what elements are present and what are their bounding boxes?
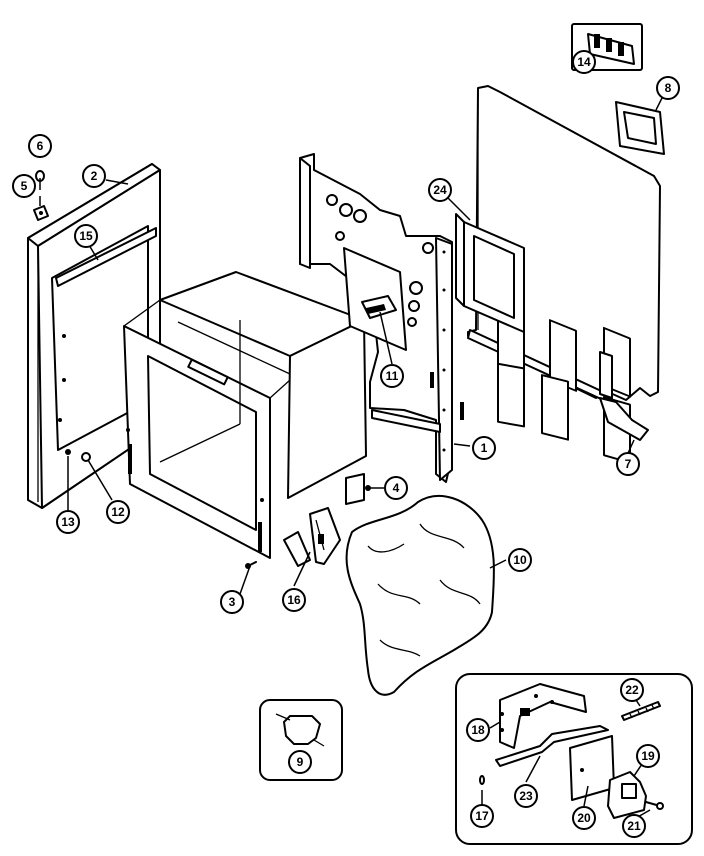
thermostat-9-box	[259, 699, 343, 781]
callout-6-label: 6	[37, 139, 44, 153]
callout-16: 16	[282, 588, 306, 612]
callout-2: 2	[82, 164, 106, 188]
callout-11-label: 11	[386, 369, 399, 383]
gasket-8-part	[615, 101, 665, 155]
callout-18: 18	[466, 718, 490, 742]
back-panel-part	[455, 85, 661, 464]
callout-14: 14	[572, 50, 596, 74]
callout-24-label: 24	[433, 183, 447, 197]
callout-12: 12	[106, 500, 130, 524]
callout-4: 4	[384, 476, 408, 500]
callout-21: 21	[622, 814, 646, 838]
callout-20: 20	[572, 806, 596, 830]
callout-24: 24	[428, 178, 452, 202]
callout-11: 11	[380, 364, 404, 388]
callout-22-label: 22	[625, 683, 639, 697]
callout-7-label: 7	[625, 457, 632, 471]
callout-18-label: 18	[471, 723, 485, 737]
callout-10: 10	[508, 548, 532, 572]
callout-17: 17	[470, 804, 494, 828]
callout-19-label: 19	[641, 749, 655, 763]
callout-1: 1	[472, 436, 496, 460]
callout-15: 15	[74, 224, 98, 248]
callout-7: 7	[616, 452, 640, 476]
callout-21-label: 21	[627, 819, 641, 833]
callout-19: 19	[636, 744, 660, 768]
callout-13: 13	[56, 510, 80, 534]
callout-2-label: 2	[91, 169, 98, 183]
callout-4-label: 4	[393, 481, 400, 495]
callout-5: 5	[12, 174, 36, 198]
bracket-11-part	[361, 295, 397, 319]
callout-17-label: 17	[475, 809, 489, 823]
screw-12-part	[81, 452, 91, 462]
latch-assembly-inset	[455, 673, 693, 845]
screw-13-part	[65, 449, 71, 455]
callout-22: 22	[620, 678, 644, 702]
screw-3-part	[245, 561, 257, 569]
callout-5-label: 5	[21, 179, 28, 193]
callout-16-label: 16	[287, 593, 301, 607]
callout-3: 3	[220, 590, 244, 614]
callout-8-label: 8	[665, 81, 672, 95]
screw-5-part	[33, 205, 49, 221]
callout-3-label: 3	[229, 595, 236, 609]
oven-cavity-part	[123, 271, 367, 559]
callout-14-label: 14	[577, 55, 591, 69]
hinge-bracket-16-part	[283, 507, 341, 567]
callout-8: 8	[656, 76, 680, 100]
callout-23-label: 23	[519, 789, 533, 803]
callout-9-label: 9	[297, 755, 304, 769]
insulation-blanket-part	[345, 495, 495, 696]
callout-1-label: 1	[481, 441, 488, 455]
callout-23: 23	[514, 784, 538, 808]
callout-20-label: 20	[577, 811, 591, 825]
callout-6: 6	[28, 134, 52, 158]
callout-10-label: 10	[513, 553, 527, 567]
callout-12-label: 12	[111, 505, 125, 519]
callout-9: 9	[288, 750, 312, 774]
callout-13-label: 13	[61, 515, 75, 529]
clip-4-part	[345, 473, 371, 505]
callout-15-label: 15	[79, 229, 93, 243]
